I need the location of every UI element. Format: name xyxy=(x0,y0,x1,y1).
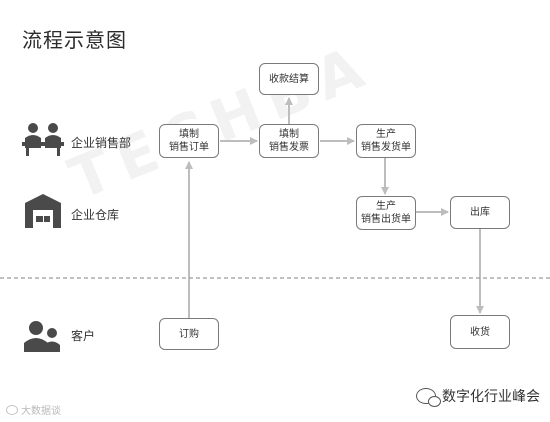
node-gen-ship: 生产 销售发货单 xyxy=(356,124,416,158)
node-fill-order-line1: 填制 xyxy=(179,129,199,140)
footer-left-text: 大数据谈 xyxy=(21,406,61,417)
node-settle: 收款结算 xyxy=(259,63,319,95)
warehouse-icon xyxy=(25,194,61,228)
weibo-icon xyxy=(6,404,18,415)
node-gen-ship-line1: 生产 xyxy=(376,129,396,140)
node-gen-out: 生产 销售出货单 xyxy=(356,196,416,230)
node-fill-invoice: 填制 销售发票 xyxy=(259,124,319,158)
footer-right: 数字化行业峰会 xyxy=(416,386,540,407)
node-out: 出库 xyxy=(450,196,510,229)
page-title: 流程示意图 xyxy=(22,28,127,52)
wechat-icon xyxy=(416,388,441,407)
node-fill-order: 填制 销售订单 xyxy=(159,124,219,158)
lane-label-warehouse: 企业仓库 xyxy=(71,208,120,222)
node-order: 订购 xyxy=(159,318,219,350)
node-receive: 收货 xyxy=(450,315,510,349)
node-gen-ship-line2: 销售发货单 xyxy=(361,142,411,153)
node-out-line1: 出库 xyxy=(470,207,490,218)
node-receive-line1: 收货 xyxy=(470,326,490,338)
node-order-line1: 订购 xyxy=(179,328,199,340)
node-gen-out-line2: 销售出货单 xyxy=(361,214,411,225)
lane-label-customer: 客户 xyxy=(71,329,96,343)
footer-right-text: 数字化行业峰会 xyxy=(442,389,540,405)
customer-icon xyxy=(24,321,60,352)
node-settle-line1: 收款结算 xyxy=(269,73,309,85)
node-fill-invoice-line2: 销售发票 xyxy=(269,142,309,153)
lane-label-sales: 企业销售部 xyxy=(71,136,132,150)
node-fill-invoice-line1: 填制 xyxy=(279,129,299,140)
sales-team-icon xyxy=(22,123,64,156)
node-fill-order-line2: 销售订单 xyxy=(169,142,209,153)
footer-left: 大数据谈 xyxy=(6,402,61,417)
node-gen-out-line1: 生产 xyxy=(376,201,396,212)
